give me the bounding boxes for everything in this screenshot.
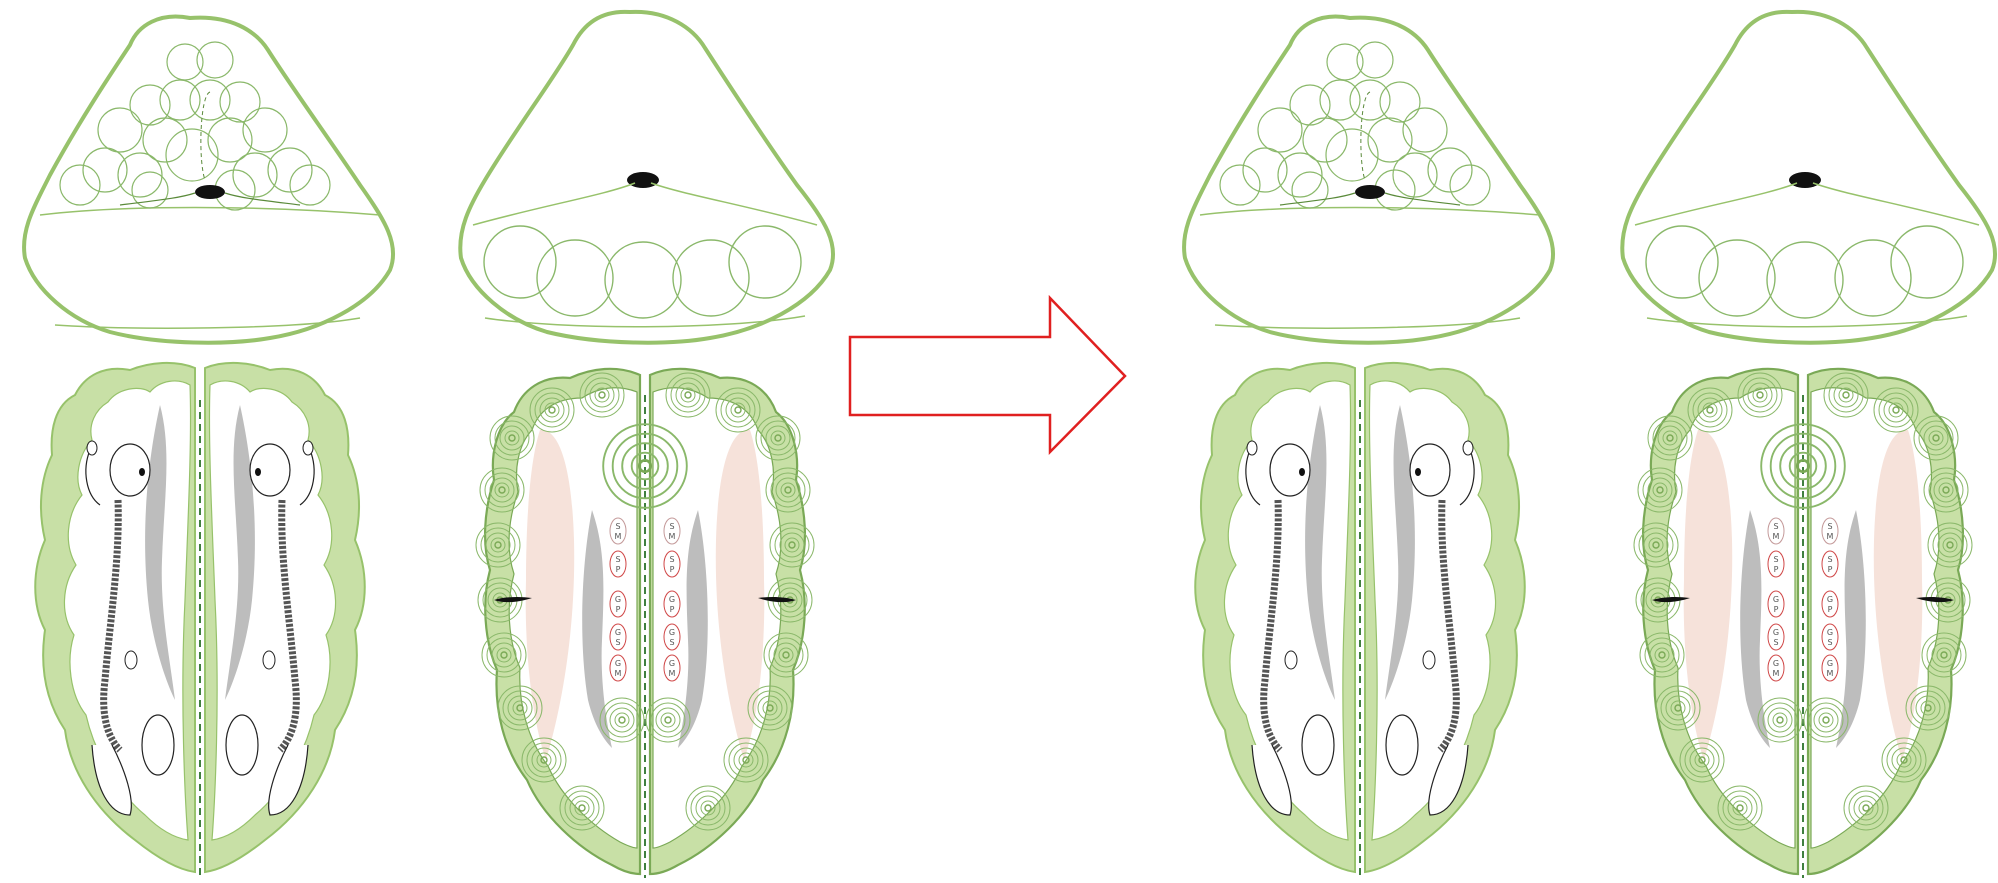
- brainstem-circles-left: [24, 17, 393, 343]
- nucleus-label: GM: [1768, 655, 1784, 681]
- nucleus-label: SP: [1822, 551, 1838, 577]
- nucleus-label: GP: [664, 591, 680, 617]
- nucleus-label-top: G: [615, 595, 621, 604]
- brainstem-large-circles-left: [460, 12, 833, 343]
- brainstem-large-circles-right: [1622, 12, 1995, 343]
- nucleus-label-top: G: [669, 595, 675, 604]
- nucleus-label: GM: [664, 655, 680, 681]
- nucleus-label: GM: [1822, 655, 1838, 681]
- nucleus-label-top: S: [1827, 555, 1832, 564]
- nucleus-label-top: S: [1827, 522, 1832, 531]
- nucleus-label-top: S: [669, 522, 674, 531]
- nucleus-label-bottom: M: [669, 669, 676, 678]
- nucleus-label-bottom: M: [669, 532, 676, 541]
- nucleus-label-bottom: M: [615, 532, 622, 541]
- nucleus-label-top: G: [669, 628, 675, 637]
- nucleus-label-bottom: P: [616, 565, 621, 574]
- nucleus-label: SP: [1768, 551, 1784, 577]
- nucleus-label: GS: [664, 624, 680, 650]
- nucleus-label-bottom: P: [1774, 605, 1779, 614]
- nucleus-label-bottom: P: [670, 565, 675, 574]
- nucleus-label: SM: [610, 518, 626, 544]
- nucleus-label: GM: [610, 655, 626, 681]
- nucleus-label-bottom: M: [1827, 532, 1834, 541]
- nucleus-label-bottom: S: [615, 638, 620, 647]
- nucleus-label-top: S: [669, 555, 674, 564]
- nucleus-label: SP: [664, 551, 680, 577]
- nucleus-label-top: G: [615, 659, 621, 668]
- cerebrum-homunculus-right: [1195, 363, 1525, 878]
- nucleus-label-top: G: [1773, 628, 1779, 637]
- nucleus-label-bottom: M: [1773, 669, 1780, 678]
- nucleus-label-bottom: P: [1828, 605, 1833, 614]
- nucleus-label-bottom: S: [669, 638, 674, 647]
- nucleus-label-bottom: P: [1828, 565, 1833, 574]
- nucleus-label-top: G: [1827, 628, 1833, 637]
- brainstem-circles-right: [1184, 17, 1553, 343]
- nucleus-label-top: S: [615, 555, 620, 564]
- nucleus-label-top: G: [1773, 595, 1779, 604]
- right-arrow-outline-icon: [850, 298, 1125, 452]
- nucleus-label-bottom: P: [1774, 565, 1779, 574]
- nucleus-label-top: S: [1773, 555, 1778, 564]
- nucleus-label-top: G: [669, 659, 675, 668]
- nucleus-label: GP: [1822, 591, 1838, 617]
- nucleus-label-top: G: [1827, 595, 1833, 604]
- nucleus-label: GP: [1768, 591, 1784, 617]
- nucleus-label: SM: [1822, 518, 1838, 544]
- nucleus-label: GS: [1822, 624, 1838, 650]
- nucleus-label-bottom: M: [1773, 532, 1780, 541]
- nucleus-label-top: G: [1827, 659, 1833, 668]
- nucleus-label: GP: [610, 591, 626, 617]
- nucleus-label: SM: [1768, 518, 1784, 544]
- nucleus-label: SP: [610, 551, 626, 577]
- nucleus-label-bottom: S: [1827, 638, 1832, 647]
- cerebrum-homunculus-left: [35, 363, 365, 878]
- cerebrum-rings-right: [1634, 369, 1972, 878]
- nucleus-label: SM: [664, 518, 680, 544]
- cerebrum-rings-left: [476, 369, 814, 878]
- nucleus-label-top: S: [615, 522, 620, 531]
- nucleus-label-top: G: [1773, 659, 1779, 668]
- nucleus-label-bottom: M: [615, 669, 622, 678]
- nucleus-label-bottom: M: [1827, 669, 1834, 678]
- nucleus-label-top: G: [615, 628, 621, 637]
- nucleus-label-bottom: S: [1773, 638, 1778, 647]
- nucleus-label-top: S: [1773, 522, 1778, 531]
- nucleus-label: GS: [610, 624, 626, 650]
- nucleus-label-bottom: P: [616, 605, 621, 614]
- nucleus-label: GS: [1768, 624, 1784, 650]
- nucleus-label-bottom: P: [670, 605, 675, 614]
